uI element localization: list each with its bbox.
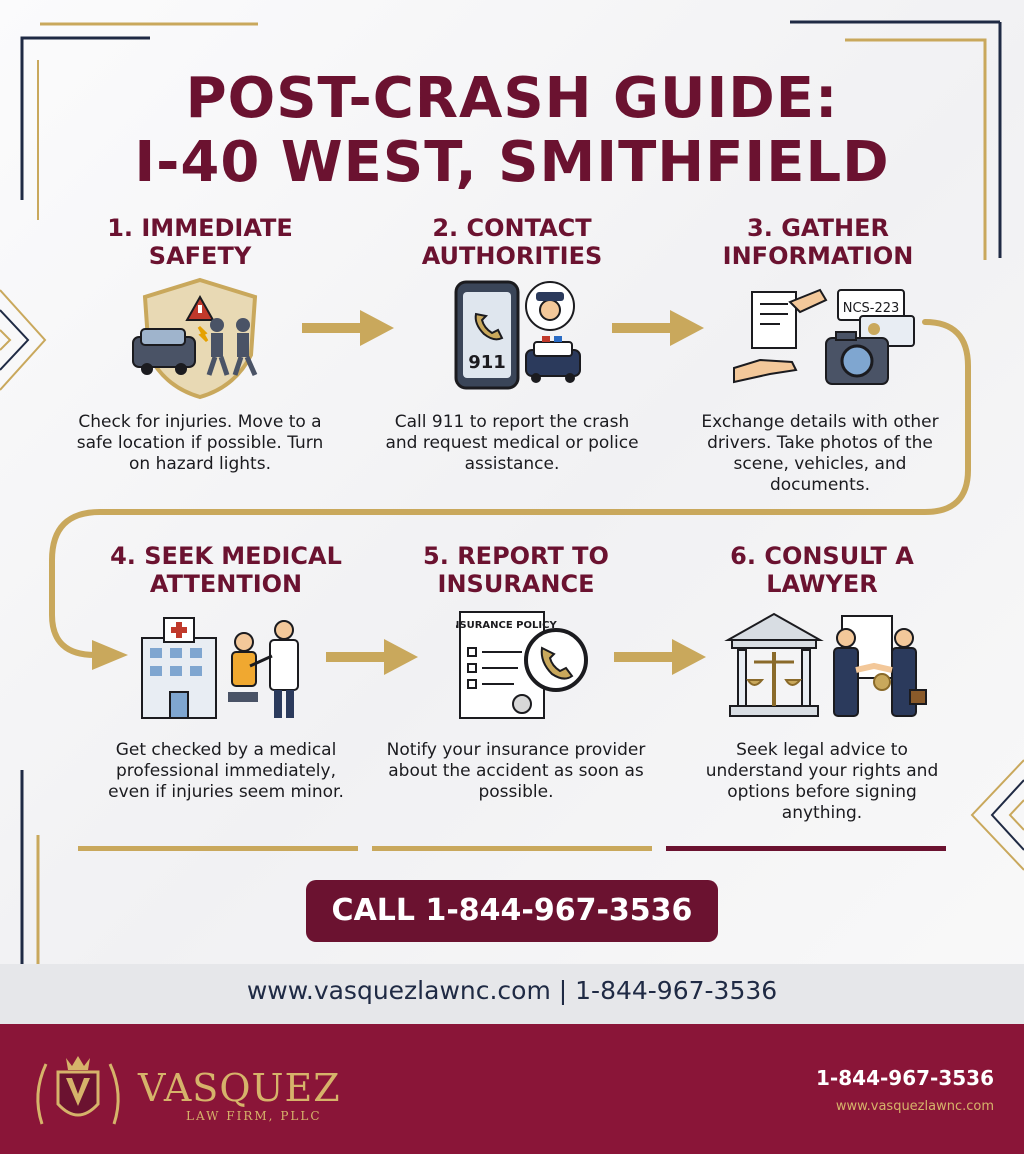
step-6-title: 6. CONSULT A LAWYER: [672, 542, 972, 598]
license-plate-text: NCS-223: [843, 301, 900, 316]
step-2-title-line-1: 2. CONTACT: [432, 214, 592, 242]
divider-bar: [666, 846, 946, 851]
arrow-right-icon: [612, 310, 704, 346]
step-1-description: Check for injuries. Move to a safe locat…: [76, 412, 324, 474]
footer-url[interactable]: www.vasquezlawnc.com: [835, 1099, 994, 1114]
arrow-right-icon: [326, 639, 418, 675]
step-6-title-line-1: 6. CONSULT A: [730, 542, 914, 570]
arrow-right-icon: [614, 639, 706, 675]
hospital-doctor-icon: [141, 617, 299, 719]
step-2-description: Call 911 to report the crash and request…: [385, 412, 639, 474]
step-3-description: Exchange details with other drivers. Tak…: [701, 412, 939, 495]
step-1-title: 1. IMMEDIATE SAFETY: [50, 214, 350, 270]
firm-subtitle: LAW FIRM, PLLC: [186, 1109, 322, 1123]
decorative-frame: [0, 20, 1024, 1002]
step-2-title: 2. CONTACT AUTHORITIES: [362, 214, 662, 270]
divider-bar: [372, 846, 652, 851]
courthouse-handshake-icon: [724, 612, 927, 717]
step-4-description: Get checked by a medical professional im…: [108, 740, 344, 802]
step-4-title-line-1: 4. SEEK MEDICAL: [110, 542, 342, 570]
contact-line[interactable]: www.vasquezlawnc.com | 1-844-967-3536: [246, 976, 778, 1005]
policy-title-text: INSURANCE POLICY: [456, 620, 557, 631]
arrow-right-icon: [302, 310, 394, 346]
step-5-title-line-1: 5. REPORT TO: [423, 542, 609, 570]
insurance-policy-phone-icon: INSURANCE POLICY: [456, 611, 588, 719]
call-button[interactable]: CALL 1-844-967-3536: [306, 880, 718, 942]
step-4-title: 4. SEEK MEDICAL ATTENTION: [76, 542, 376, 598]
firm-name: VASQUEZ: [138, 1066, 341, 1110]
safety-shield-crash-icon: [132, 277, 258, 400]
step-5-title-line-2: INSURANCE: [437, 570, 595, 598]
documents-camera-icon: NCS-223: [733, 288, 915, 385]
step-3-title: 3. GATHER INFORMATION: [668, 214, 968, 270]
step-2-title-line-2: AUTHORITIES: [421, 242, 603, 270]
footer: [0, 1024, 1024, 1154]
phone-911-label: 911: [468, 352, 506, 373]
step-5-description: Notify your insurance provider about the…: [386, 740, 646, 802]
step-3-title-line-2: INFORMATION: [722, 242, 914, 270]
page-title-line-2: I-40 WEST, SMITHFIELD: [134, 130, 890, 195]
firm-crest-logo-icon: [36, 1056, 120, 1125]
page-title-line-1: POST-CRASH GUIDE:: [185, 66, 839, 131]
step-6-description: Seek legal advice to understand your rig…: [705, 740, 939, 823]
step-4-title-line-2: ATTENTION: [149, 570, 303, 598]
step-6-title-line-2: LAWYER: [766, 570, 878, 598]
step-5-title: 5. REPORT TO INSURANCE: [366, 542, 666, 598]
step-1-title-line-1: 1. IMMEDIATE: [107, 214, 293, 242]
footer-phone[interactable]: 1-844-967-3536: [816, 1066, 994, 1090]
divider-bar: [78, 846, 358, 851]
step-1-title-line-2: SAFETY: [148, 242, 252, 270]
phone-911-police-icon: 911: [454, 280, 581, 390]
step-3-title-line-1: 3. GATHER: [747, 214, 889, 242]
url-strip: [0, 964, 1024, 1024]
